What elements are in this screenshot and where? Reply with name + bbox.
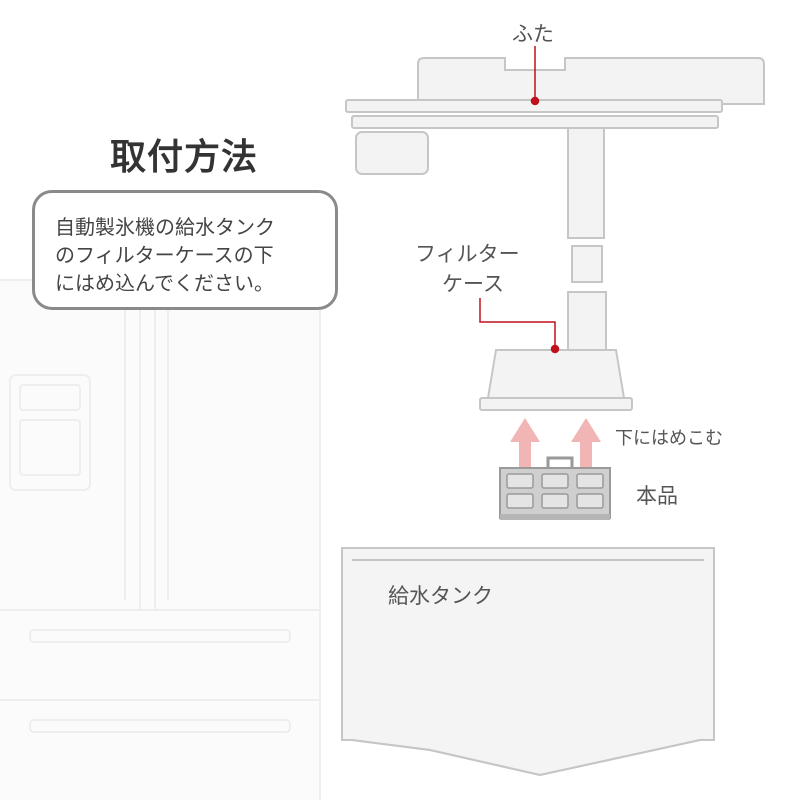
lid-marker-dot — [530, 96, 540, 106]
filter-case — [479, 349, 633, 411]
lid — [345, 57, 765, 175]
filter-case-marker-dot — [550, 344, 560, 354]
product-label: 本品 — [636, 484, 678, 508]
filter-stem — [567, 127, 607, 351]
up-arrow-icon — [571, 418, 601, 472]
instruction-line-2: のフィルターケースの下 — [55, 243, 274, 267]
filter-case-label-line2: ケース — [442, 272, 504, 296]
instruction-line-3: にはめ込んでください。 — [55, 271, 274, 295]
water-tank-label: 給水タンク — [388, 584, 493, 608]
up-arrow-icon — [510, 418, 540, 472]
water-tank — [341, 547, 715, 777]
instruction-line-1: 自動製氷機の給水タンク — [55, 215, 275, 239]
page-title: 取付方法 — [110, 137, 259, 178]
instruction-box: 自動製氷機の給水タンク のフィルターケースの下 にはめ込んでください。 — [32, 190, 338, 310]
push-arrows — [510, 418, 601, 472]
refrigerator-background — [0, 279, 321, 800]
product-filter-cartridge — [499, 456, 611, 520]
filter-case-label-line1: フィルター — [415, 242, 520, 266]
push-in-label: 下にはめこむ — [615, 428, 723, 449]
leader-lines — [479, 46, 560, 354]
lid-label: ふた — [512, 22, 554, 46]
